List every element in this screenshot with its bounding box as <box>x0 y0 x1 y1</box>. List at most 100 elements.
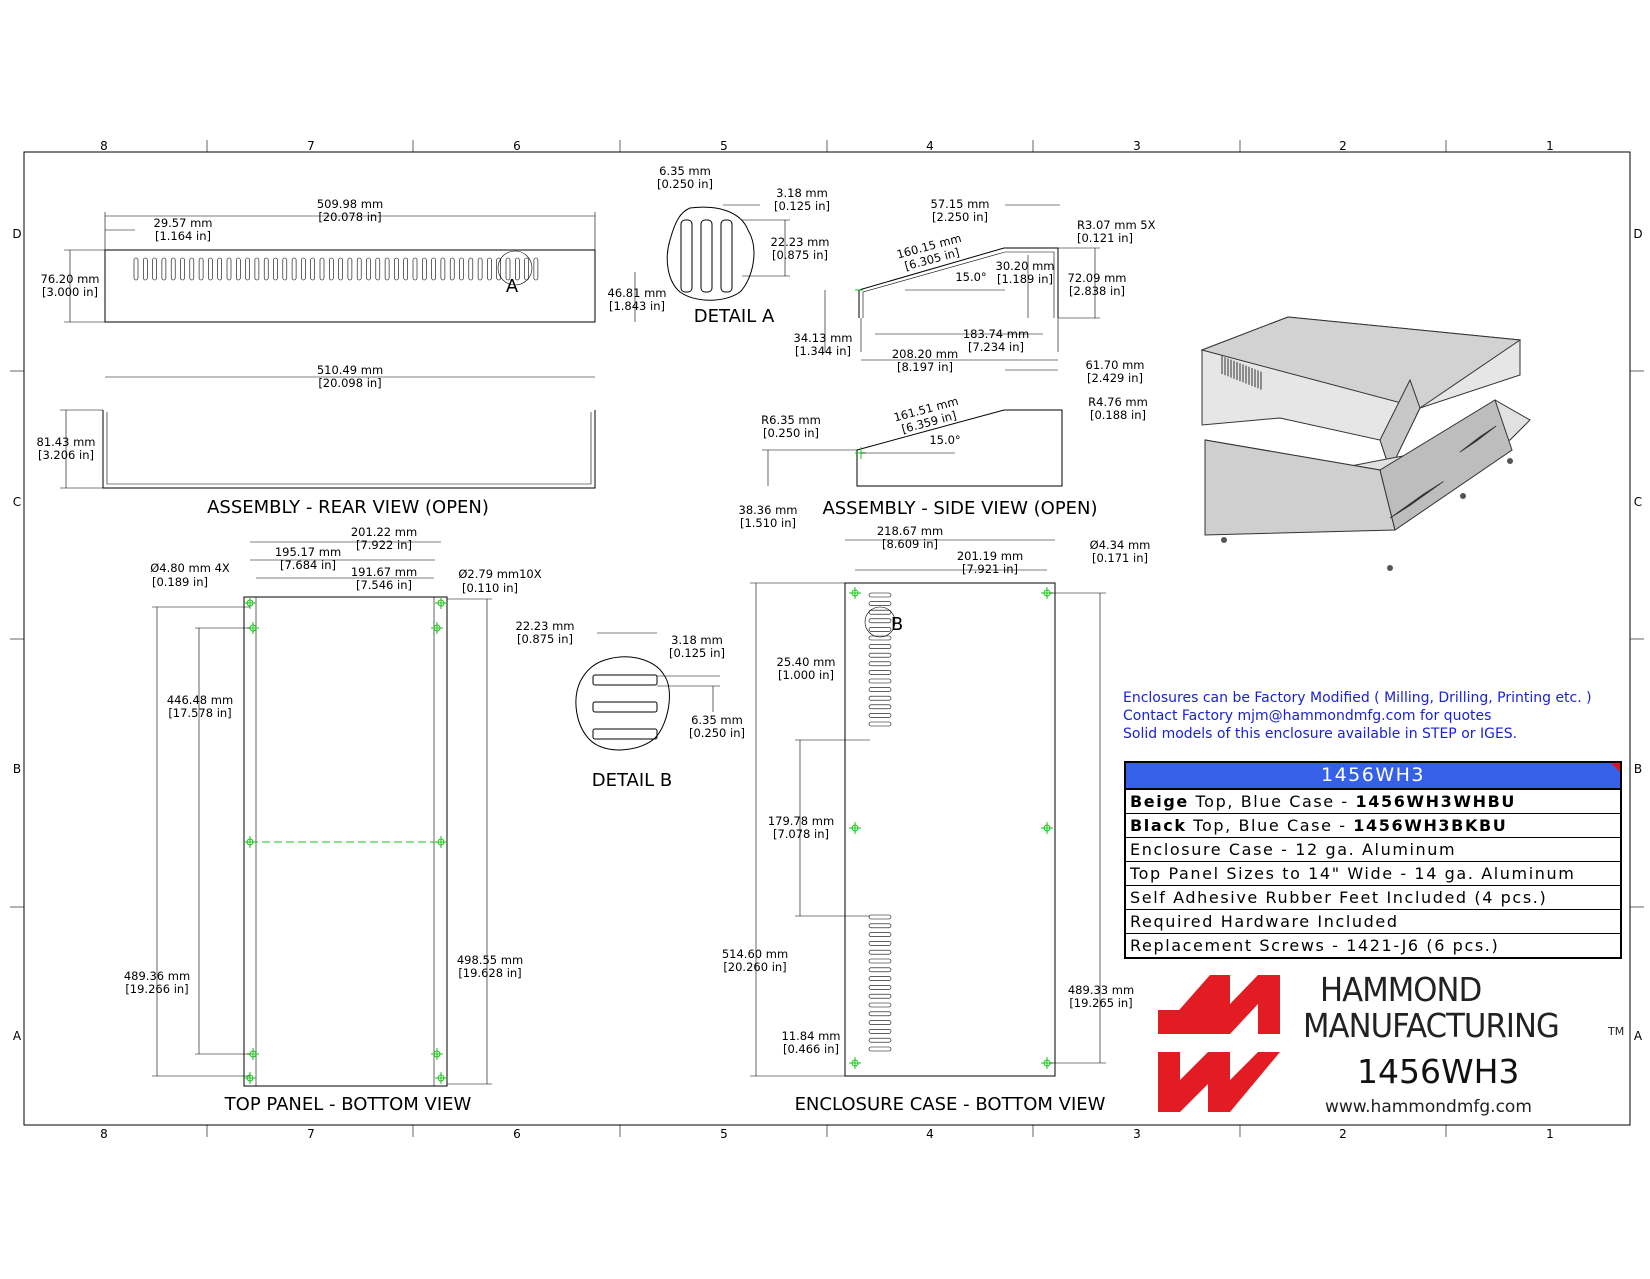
dimension-label: 72.09 mm <box>1068 271 1127 285</box>
dimension-label: [7.078 in] <box>773 827 829 841</box>
factory-notes: Enclosures can be Factory Modified ( Mil… <box>1123 689 1623 743</box>
view-title: TOP PANEL - BOTTOM VIEW <box>224 1094 472 1115</box>
zone-column-label: 2 <box>1339 1127 1347 1141</box>
vent-slot <box>868 678 892 684</box>
website-url[interactable]: www.hammondmfg.com <box>1325 1097 1532 1117</box>
zone-row-label: A <box>13 1029 22 1043</box>
vent-slot <box>868 1029 892 1034</box>
vent-slot <box>524 257 529 281</box>
detail-callout-label: B <box>891 614 903 635</box>
vent-slot <box>338 257 343 281</box>
vent-slot <box>533 257 539 281</box>
rear-vent-slots <box>133 257 539 281</box>
zone-column-label: 5 <box>720 139 728 153</box>
spec-part-number: 1456WH3WHBU <box>1355 792 1517 811</box>
vent-slot <box>170 257 176 281</box>
vent-slot <box>319 257 325 281</box>
zone-column-label: 1 <box>1546 139 1554 153</box>
dimension-label: [17.578 in] <box>168 706 231 720</box>
spec-text: Required Hardware Included <box>1130 912 1399 931</box>
spec-row: Required Hardware Included <box>1126 910 1620 934</box>
case-vent-slots-top <box>868 592 892 727</box>
dimension-label: 34.13 mm <box>794 331 853 345</box>
dimension-label: 22.23 mm <box>771 235 830 249</box>
vent-slot <box>152 257 157 281</box>
vent-slot <box>868 713 892 718</box>
rear-panel-outline <box>104 249 596 323</box>
vent-slot <box>161 257 167 281</box>
dimension-label: [7.921 in] <box>962 562 1018 576</box>
view-title: DETAIL A <box>694 306 775 327</box>
zone-row-label: D <box>1633 227 1642 241</box>
vent-slot <box>394 257 399 281</box>
dimension-label: 201.22 mm <box>351 525 417 539</box>
dimension-label: R3.07 mm 5X <box>1077 218 1156 232</box>
dimension-label: [1.344 in] <box>795 344 851 358</box>
vent-slot <box>291 257 297 281</box>
dimension-label: [0.875 in] <box>517 632 573 646</box>
spec-text: Self Adhesive Rubber Feet Included (4 pc… <box>1130 888 1548 907</box>
vent-slot <box>459 257 464 281</box>
vent-slot <box>226 257 232 281</box>
vent-slot <box>505 257 511 281</box>
vent-slot <box>449 257 455 281</box>
vent-slot <box>868 993 892 999</box>
spec-color-label: Black <box>1130 816 1187 835</box>
dimension-label: [7.546 in] <box>356 578 412 592</box>
top-panel-view <box>152 541 492 1087</box>
side-view <box>762 204 1100 487</box>
vent-slot <box>403 257 409 281</box>
vent-slot <box>868 1046 892 1052</box>
zone-column-label: 4 <box>926 139 934 153</box>
side-case-profile <box>856 409 1063 487</box>
dimension-label: [0.250 in] <box>657 177 713 191</box>
dimension-label: 38.36 mm <box>739 503 798 517</box>
vent-slot <box>868 618 892 624</box>
vent-slot <box>236 257 241 281</box>
vent-slot <box>868 932 892 937</box>
spec-text: Enclosure Case - 12 ga. Aluminum <box>1130 840 1457 859</box>
dimension-label: [1.164 in] <box>155 229 211 243</box>
part-number: 1456WH3 <box>1357 1052 1520 1091</box>
detail-a-outline <box>666 206 755 301</box>
detail-b-callout-circle <box>864 606 896 638</box>
view-title: ASSEMBLY - REAR VIEW (OPEN) <box>207 497 489 518</box>
dimension-label: Ø4.80 mm 4X <box>150 561 230 575</box>
dimension-label: [0.110 in] <box>462 581 518 595</box>
zone-column-label: 2 <box>1339 139 1347 153</box>
dimension-label: R4.76 mm <box>1088 395 1148 409</box>
spec-table-header: 1456WH3 <box>1126 763 1620 790</box>
spec-part-number: 1456WH3BKBU <box>1353 816 1508 835</box>
spec-color-label: Beige <box>1130 792 1189 811</box>
dimension-label: 179.78 mm <box>768 814 834 828</box>
vent-slot <box>868 601 892 606</box>
vent-slot <box>868 661 892 667</box>
top-panel-holes <box>244 597 447 1084</box>
vent-slot <box>310 257 316 281</box>
vent-slot <box>477 257 483 281</box>
vent-slot <box>254 257 260 281</box>
zone-column-label: 7 <box>307 139 315 153</box>
vent-slot <box>868 941 892 946</box>
vent-slot <box>421 257 427 281</box>
vent-slot <box>440 257 446 281</box>
vent-slot <box>868 1011 892 1017</box>
dimension-label: 3.18 mm <box>671 633 723 647</box>
vent-slot <box>868 627 892 632</box>
hammond-logo <box>1158 975 1280 1112</box>
zone-column-label: 7 <box>307 1127 315 1141</box>
dimension-label: 195.17 mm <box>275 545 341 559</box>
vent-slot <box>263 257 269 281</box>
spec-row: Beige Top, Blue Case - 1456WH3WHBU <box>1126 790 1620 814</box>
zone-column-label: 3 <box>1133 1127 1141 1141</box>
vent-slot <box>282 257 288 281</box>
vent-slot <box>868 592 892 598</box>
vent-slot <box>868 644 892 649</box>
dimension-label: 514.60 mm <box>722 947 788 961</box>
dimension-label: 6.35 mm <box>659 164 711 178</box>
dimension-label: [8.197 in] <box>897 360 953 374</box>
dimension-label: [19.266 in] <box>125 982 188 996</box>
dimension-label: [7.234 in] <box>968 340 1024 354</box>
vent-slot <box>868 985 892 990</box>
